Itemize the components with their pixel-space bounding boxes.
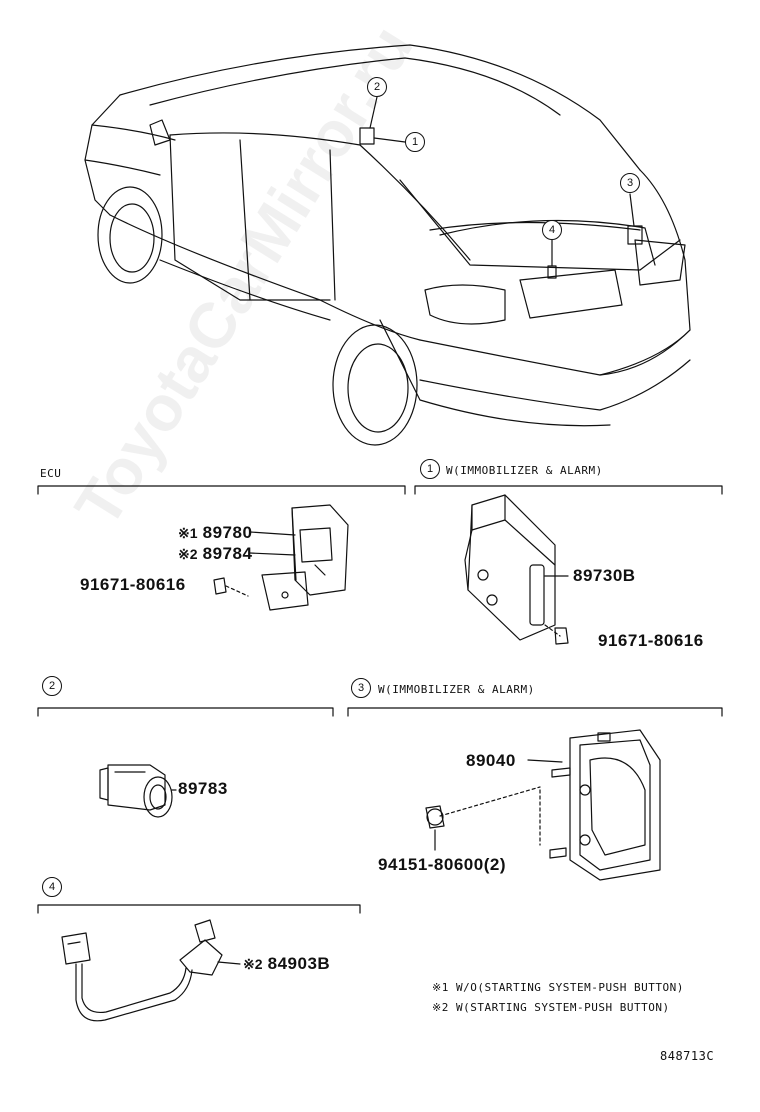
note-2: ※2 W(STARTING SYSTEM-PUSH BUTTON)	[432, 1001, 670, 1014]
part-84903B-label: ※2 84903B	[243, 955, 330, 972]
part-89730B: 89730B	[573, 566, 636, 585]
part-84903B: 84903B	[267, 954, 331, 973]
mark-2b: ※2	[243, 956, 263, 972]
car-illustration	[84, 44, 691, 446]
bolt-left	[213, 577, 249, 597]
mark-1: ※1	[178, 525, 198, 541]
section-ecu-title: ECU	[40, 467, 62, 480]
callout-4: 4	[542, 220, 562, 240]
part-94151-80600: 94151-80600(2)	[378, 855, 506, 874]
figure-code: 848713C	[660, 1049, 715, 1063]
wire-harness	[61, 919, 241, 1022]
section-4-number: 4	[42, 877, 62, 897]
mark-2: ※2	[178, 546, 198, 562]
section-3-number: 3	[351, 678, 371, 698]
callout-1: 1	[405, 132, 425, 152]
section-2-number: 2	[42, 676, 62, 696]
ecu-bracket	[261, 504, 349, 611]
part-89040: 89040	[466, 751, 516, 770]
part-89780: 89780	[202, 523, 253, 542]
section-1-title: W(IMMOBILIZER & ALARM)	[446, 464, 603, 477]
part-89783: 89783	[178, 779, 228, 798]
part-91671-80616-right: 91671-80616	[598, 631, 704, 650]
section-3-title: W(IMMOBILIZER & ALARM)	[378, 683, 535, 696]
section-1-number: 1	[420, 459, 440, 479]
immobilizer-amplifier	[99, 764, 177, 818]
part-89784-label: ※2 89784	[178, 545, 252, 562]
part-91671-80616-left: 91671-80616	[80, 575, 186, 594]
callout-3: 3	[620, 173, 640, 193]
immobilizer-ecu	[464, 494, 561, 641]
note-1: ※1 W/O(STARTING SYSTEM-PUSH BUTTON)	[432, 981, 684, 994]
part-89784: 89784	[202, 544, 253, 563]
callout-2: 2	[367, 77, 387, 97]
security-horn	[439, 729, 661, 881]
part-89780-label: ※1 89780	[178, 524, 252, 541]
